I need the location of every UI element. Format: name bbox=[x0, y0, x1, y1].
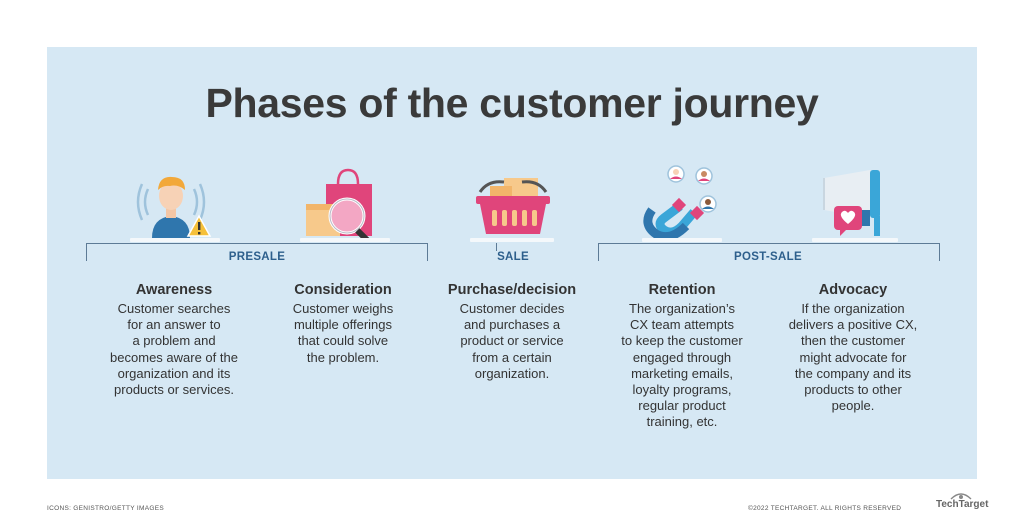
techtarget-logo: TechTarget bbox=[936, 493, 989, 510]
phase-desc-consideration: Customer weighs multiple offerings that … bbox=[258, 301, 428, 366]
phase-desc-line: organization and its bbox=[117, 365, 231, 381]
group-label-postsale: POST-SALE bbox=[726, 251, 810, 263]
phase-title-consideration: Consideration bbox=[294, 282, 392, 298]
phase-desc-line: Customer weighs bbox=[292, 301, 394, 316]
phase-desc-line: the problem. bbox=[306, 349, 380, 365]
phase-desc-retention: The organization’s CX team attempts to k… bbox=[597, 301, 767, 431]
phase-desc-line: products to other bbox=[804, 382, 902, 398]
logo-text: TechTarget bbox=[936, 499, 989, 510]
megaphone-heart-icon bbox=[823, 170, 880, 236]
phase-desc-line: products or services. bbox=[114, 382, 234, 398]
phase-desc-line: organization. bbox=[474, 365, 550, 381]
phase-desc-line: that could solve bbox=[297, 333, 389, 349]
phase-desc-line: and purchases a bbox=[463, 317, 561, 333]
background-panel bbox=[47, 47, 977, 479]
icon-base bbox=[130, 238, 220, 242]
postsale-bracket bbox=[598, 243, 940, 261]
group-label-presale: PRESALE bbox=[220, 251, 294, 263]
phase-desc-purchase: Customer decides and purchases a product… bbox=[427, 301, 597, 382]
phase-desc-line: to keep the customer bbox=[621, 333, 743, 349]
phase-title-purchase: Purchase/decision bbox=[447, 282, 577, 298]
phase-desc-line: Customer searches bbox=[117, 301, 231, 316]
shopping-bag-magnifier-icon bbox=[306, 168, 372, 242]
magnet-people-icon bbox=[643, 165, 717, 242]
phase-title-advocacy: Advocacy bbox=[818, 282, 888, 298]
phase-desc-line: delivers a positive CX, bbox=[788, 317, 918, 333]
phase-desc-awareness: Customer searches for an answer to a pro… bbox=[89, 301, 259, 398]
phase-desc-line: Customer decides bbox=[459, 301, 565, 316]
icon-base bbox=[642, 238, 722, 242]
icon-credit: ICONS: GENISTRO/GETTY IMAGES bbox=[47, 505, 164, 512]
phase-desc-line: The organization’s bbox=[629, 301, 735, 316]
phase-desc-line: regular product bbox=[638, 398, 726, 414]
phase-desc-line: becomes aware of the bbox=[110, 349, 238, 365]
person-alert-icon bbox=[136, 176, 212, 238]
phase-desc-line: then the customer bbox=[800, 333, 906, 349]
group-label-sale: SALE bbox=[489, 251, 537, 263]
icon-base bbox=[812, 238, 898, 242]
icon-base bbox=[470, 238, 554, 242]
phase-desc-line: product or service bbox=[460, 333, 564, 349]
page-title: Phases of the customer journey bbox=[205, 80, 819, 126]
phase-desc-line: training, etc. bbox=[646, 414, 718, 430]
phase-title-retention: Retention bbox=[648, 282, 716, 298]
shopping-basket-icon bbox=[476, 178, 550, 234]
phase-desc-line: people. bbox=[831, 398, 875, 414]
phase-title-awareness: Awareness bbox=[135, 282, 213, 298]
phase-desc-line: marketing emails, bbox=[631, 365, 733, 381]
phase-desc-line: engaged through bbox=[632, 349, 732, 365]
phase-desc-line: loyalty programs, bbox=[632, 382, 732, 398]
phase-desc-line: multiple offerings bbox=[293, 317, 393, 333]
phase-desc-line: a problem and bbox=[132, 333, 216, 349]
phase-desc-line: for an answer to bbox=[127, 317, 221, 333]
logo-mark-icon bbox=[950, 493, 972, 500]
icon-base bbox=[300, 238, 390, 242]
phase-desc-line: might advocate for bbox=[799, 349, 907, 365]
phase-desc-advocacy: If the organization delivers a positive … bbox=[768, 301, 938, 414]
phase-desc-line: the company and its bbox=[794, 365, 912, 381]
copyright-notice: ©2022 TECHTARGET. ALL RIGHTS RESERVED bbox=[748, 505, 902, 512]
phase-desc-line: If the organization bbox=[801, 301, 905, 316]
phase-desc-line: from a certain bbox=[472, 349, 552, 365]
presale-bracket bbox=[86, 243, 428, 261]
phase-desc-line: CX team attempts bbox=[629, 317, 735, 333]
